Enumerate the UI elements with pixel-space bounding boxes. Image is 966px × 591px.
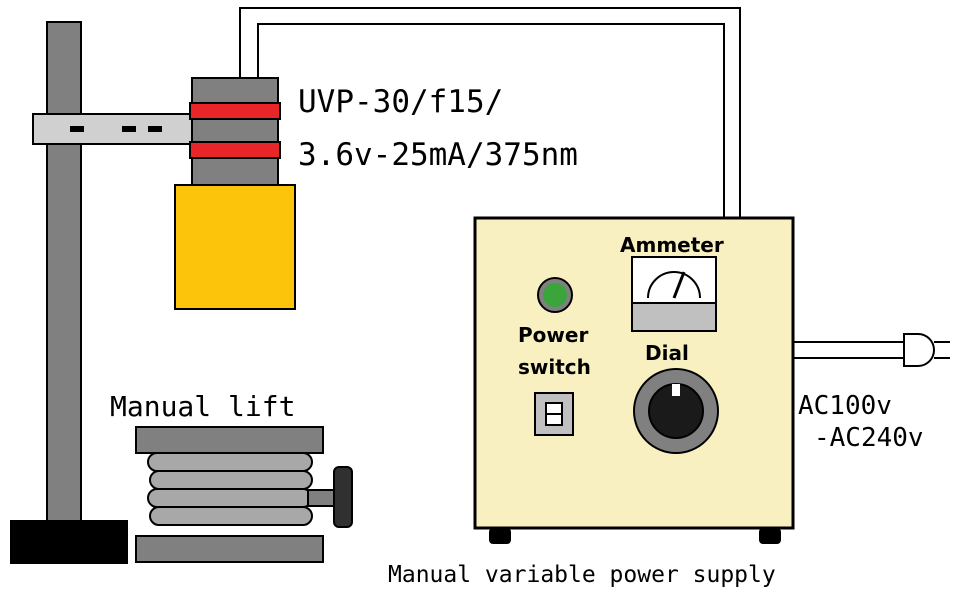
dial-knob-icon[interactable] bbox=[633, 368, 719, 454]
lift-handle-shaft bbox=[307, 489, 337, 507]
ac-plug-icon bbox=[903, 333, 950, 367]
switch-label: switch bbox=[518, 355, 591, 379]
uv-lamp bbox=[174, 77, 296, 310]
lamp-band-top bbox=[189, 102, 281, 120]
lift-bottom-plate bbox=[135, 535, 324, 563]
lamp-spec-label: 3.6v-25mA/375nm bbox=[298, 137, 578, 173]
ac-cord bbox=[793, 341, 904, 359]
stand-pole bbox=[46, 21, 82, 523]
power-supply-caption: Manual variable power supply bbox=[388, 562, 776, 588]
ac-voltage-label-2: -AC240v bbox=[814, 423, 924, 453]
lamp-head bbox=[174, 184, 296, 310]
lamp-cable bbox=[239, 7, 741, 218]
lift-handle-knob bbox=[333, 466, 353, 528]
indicator-lamp-icon bbox=[537, 277, 573, 313]
power-supply: Ammeter Power switch Dial bbox=[473, 216, 795, 544]
toggle-switch-icon[interactable] bbox=[534, 392, 574, 436]
stand bbox=[10, 21, 128, 564]
stand-base bbox=[10, 520, 128, 564]
manual-lift bbox=[135, 426, 353, 563]
manual-lift-label: Manual lift bbox=[110, 390, 295, 423]
lamp-model-label: UVP-30/f15/ bbox=[298, 84, 503, 120]
ammeter-gauge-icon bbox=[631, 256, 717, 332]
lamp-body bbox=[191, 77, 279, 186]
ammeter-label: Ammeter bbox=[620, 233, 724, 257]
lift-top-plate bbox=[135, 426, 324, 454]
supply-foot-right bbox=[759, 528, 781, 544]
clamp-arm bbox=[32, 113, 194, 145]
lamp-band-bottom bbox=[189, 141, 281, 159]
supply-foot-left bbox=[489, 528, 511, 544]
power-label: Power bbox=[518, 323, 588, 347]
dial-label: Dial bbox=[645, 341, 689, 365]
ac-voltage-label-1: AC100v bbox=[798, 391, 892, 421]
